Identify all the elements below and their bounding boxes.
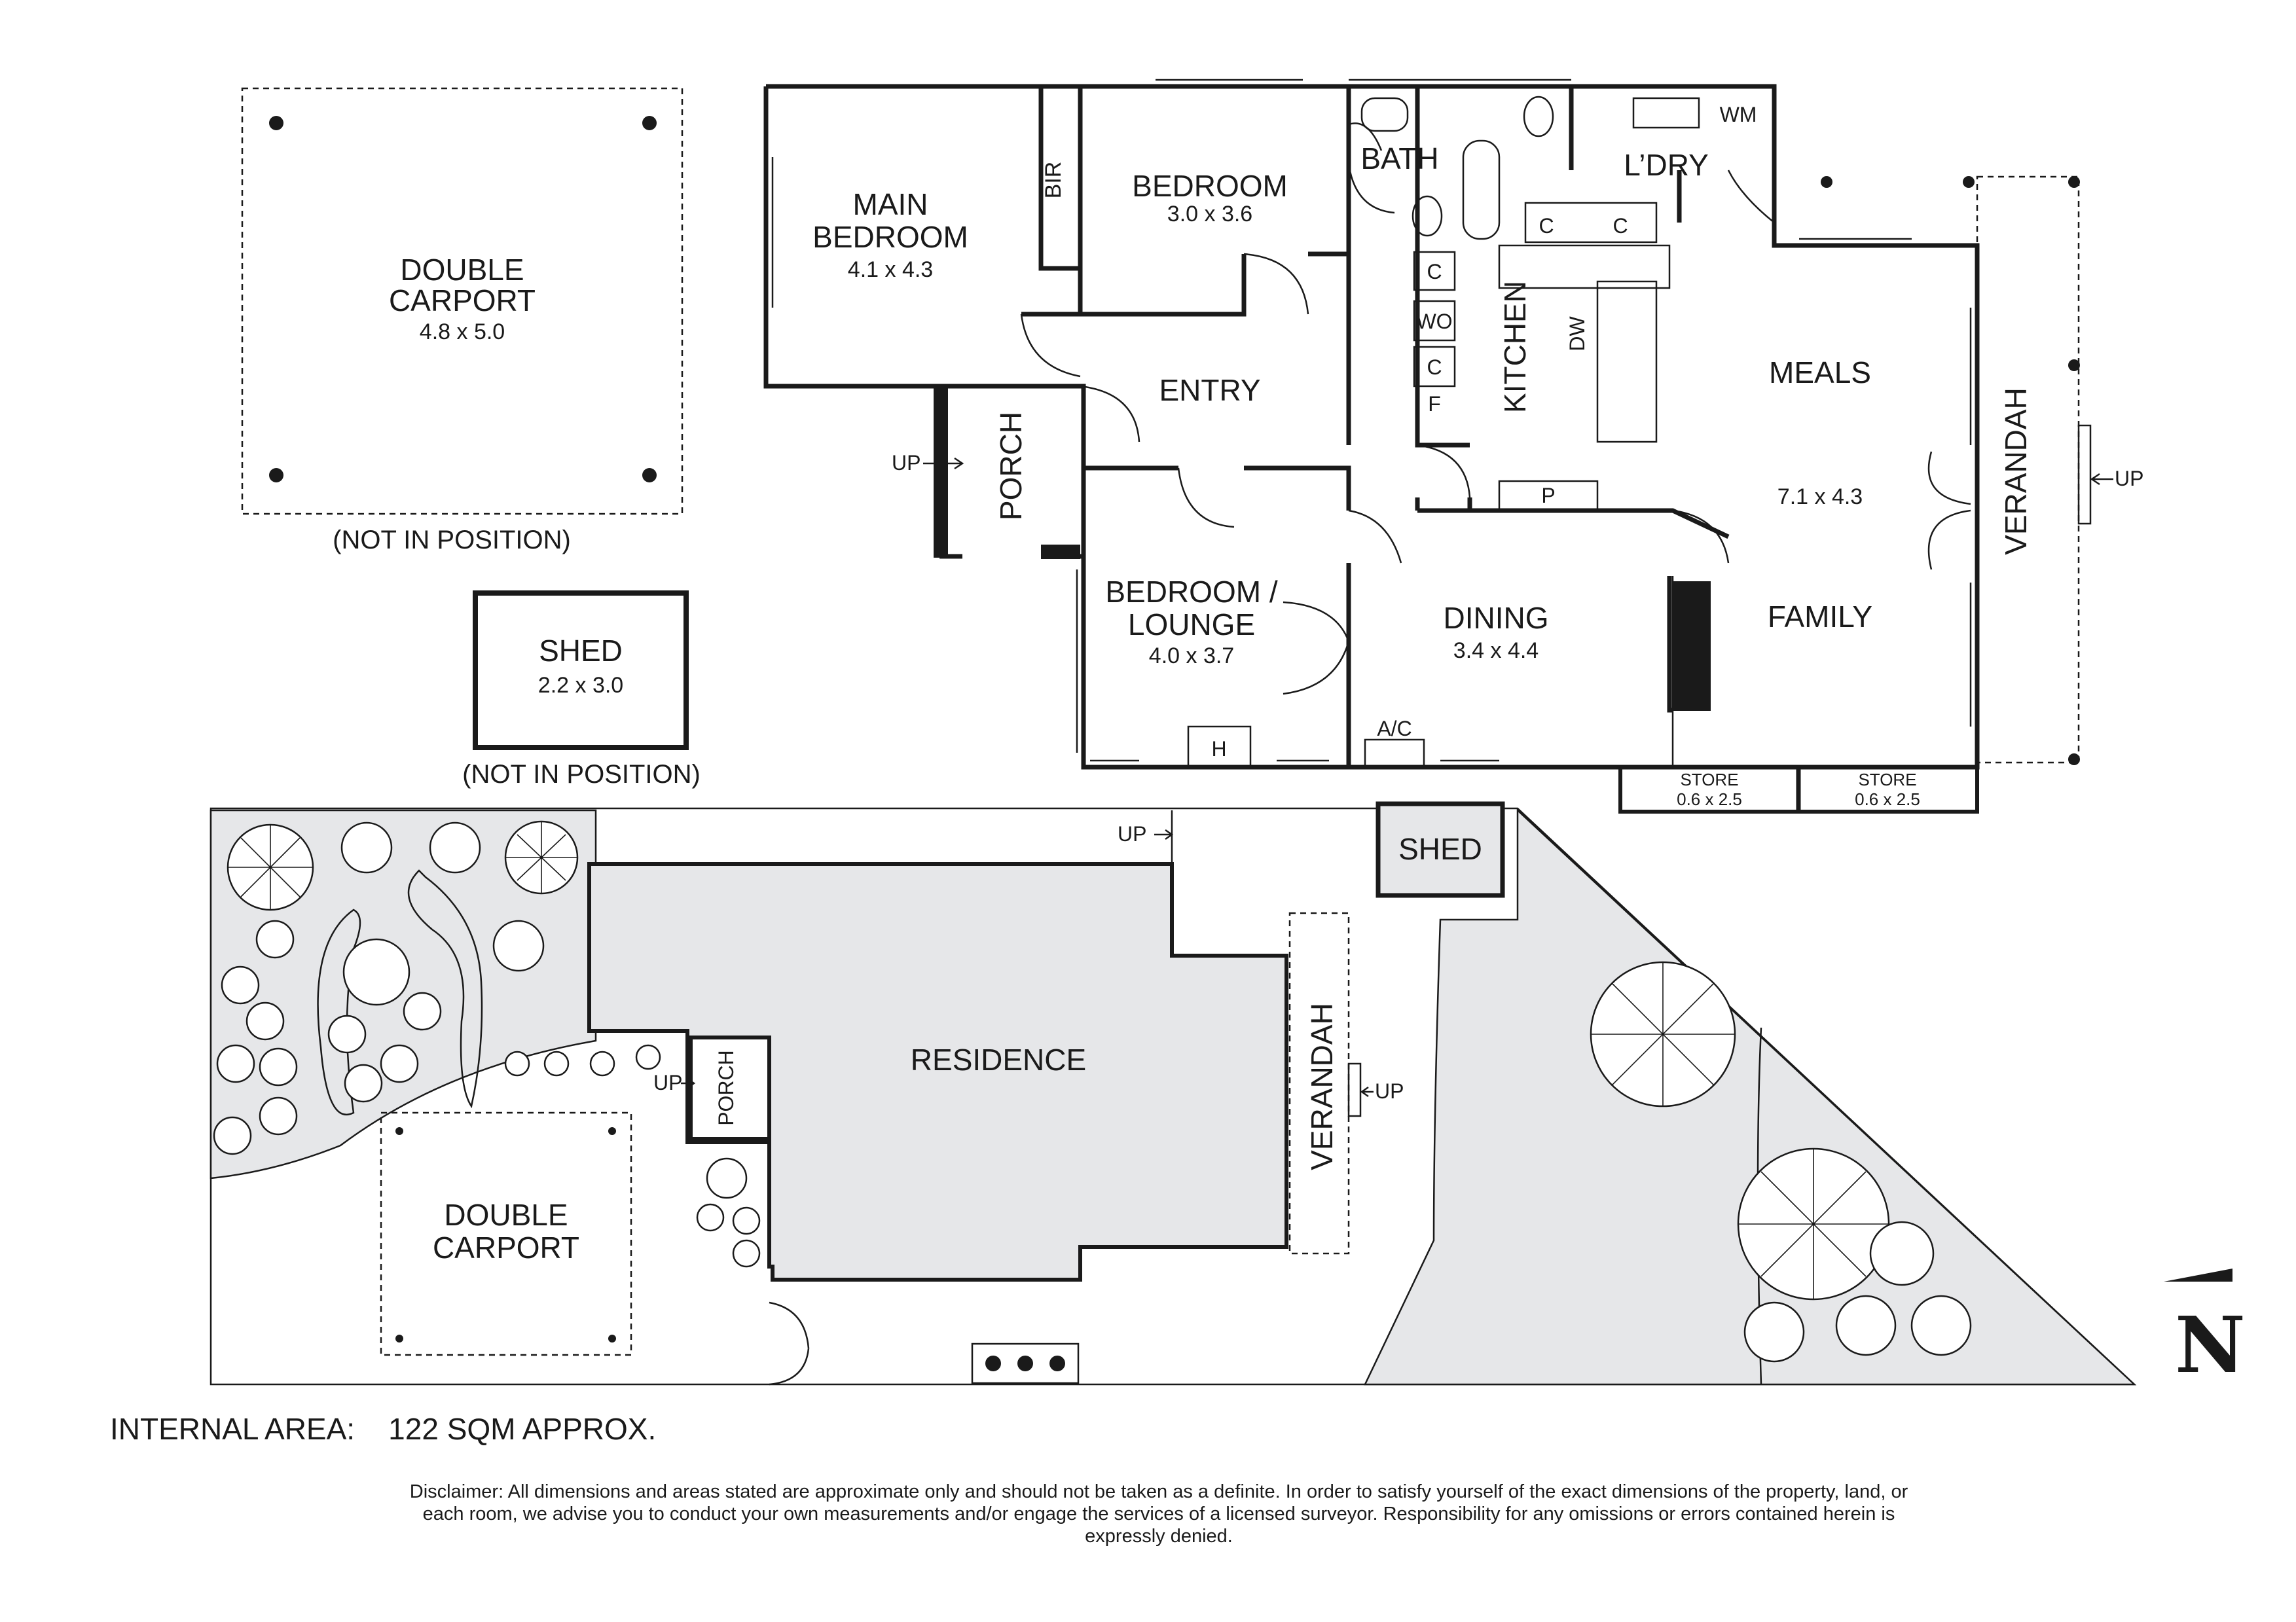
house-floor-plan: MAIN BEDROOM 4.1 x 4.3 BIR BEDROOM 3.0 x…	[763, 80, 2143, 814]
family-label: FAMILY	[1768, 600, 1872, 634]
bir-label: BIR	[1041, 162, 1066, 199]
porch-up-label: UP	[892, 451, 920, 475]
dining-label: DINING	[1444, 601, 1549, 635]
site-plan: RESIDENCE PORCH UP VERANDAH UP SHED UP D…	[210, 801, 2137, 1386]
laundry-label: L’DRY	[1624, 148, 1709, 182]
carport-label-2: CARPORT	[389, 283, 536, 317]
carport-size: 4.8 x 5.0	[420, 319, 505, 344]
north-label: N	[2175, 1299, 2246, 1390]
store-1-label: STORE	[1680, 770, 1738, 789]
dining-size: 3.4 x 4.4	[1453, 638, 1539, 663]
pantry-label: P	[1541, 484, 1555, 507]
porch-label: PORCH	[994, 412, 1028, 520]
dishwasher-label: DW	[1565, 316, 1589, 351]
north-arrow-icon	[2164, 1269, 2232, 1282]
bedroom-lounge-label-1: BEDROOM /	[1105, 575, 1277, 609]
main-bedroom-label-1: MAIN	[853, 187, 928, 221]
bedroom-lounge-size: 4.0 x 3.7	[1149, 643, 1234, 668]
site-carport-label-2: CARPORT	[433, 1231, 579, 1265]
shed-note: (NOT IN POSITION)	[462, 760, 701, 789]
site-shed-label: SHED	[1398, 832, 1482, 866]
site-porch-up-label: UP	[653, 1071, 682, 1094]
detached-carport: DOUBLE CARPORT 4.8 x 5.0 (NOT IN POSITIO…	[241, 87, 683, 554]
carport-note: (NOT IN POSITION)	[333, 526, 571, 554]
shed-size: 2.2 x 3.0	[538, 673, 623, 698]
bedroom-lounge-label-2: LOUNGE	[1128, 607, 1255, 641]
heater-label: H	[1211, 737, 1226, 761]
air-conditioner-label: A/C	[1377, 717, 1412, 740]
verandah-up-label: UP	[2115, 467, 2143, 490]
bedroom-size: 3.0 x 3.6	[1167, 202, 1252, 226]
carport-label-1: DOUBLE	[400, 253, 524, 287]
meals-family-size: 7.1 x 4.3	[1777, 484, 1863, 509]
washing-machine-label: WM	[1720, 103, 1757, 126]
laundry-cupboard-2: C	[1613, 214, 1628, 238]
disclaimer-text: Disclaimer: All dimensions and areas sta…	[409, 1481, 1908, 1547]
store-2-size: 0.6 x 2.5	[1855, 789, 1920, 809]
bath-label: BATH	[1360, 141, 1438, 175]
cupboard-label-2: C	[1427, 355, 1442, 379]
main-bedroom-label-2: BEDROOM	[812, 220, 968, 254]
store-2-label: STORE	[1858, 770, 1916, 789]
kitchen-label: KITCHEN	[1498, 281, 1532, 413]
bedroom-label: BEDROOM	[1132, 169, 1288, 203]
entry-label: ENTRY	[1159, 373, 1260, 407]
store-1-size: 0.6 x 2.5	[1677, 789, 1742, 809]
wall-oven-label: WO	[1416, 310, 1452, 333]
laundry-cupboard-1: C	[1539, 214, 1554, 238]
site-residence-label: RESIDENCE	[911, 1043, 1086, 1077]
detached-shed: SHED 2.2 x 3.0 (NOT IN POSITION)	[462, 590, 701, 789]
site-porch-label: PORCH	[714, 1050, 738, 1126]
internal-area-text: INTERNAL AREA: 122 SQM APPROX.	[110, 1412, 657, 1446]
verandah-label: VERANDAH	[1999, 387, 2033, 555]
site-carport-label-1: DOUBLE	[444, 1198, 568, 1232]
site-verandah-label: VERANDAH	[1305, 1003, 1339, 1170]
site-top-up-label: UP	[1118, 822, 1146, 846]
main-bedroom-size: 4.1 x 4.3	[848, 257, 933, 282]
cupboard-label-1: C	[1427, 260, 1442, 283]
shed-label: SHED	[539, 634, 623, 668]
meals-label: MEALS	[1769, 355, 1871, 389]
fridge-label: F	[1428, 392, 1441, 416]
site-verandah-up-label: UP	[1375, 1079, 1404, 1103]
